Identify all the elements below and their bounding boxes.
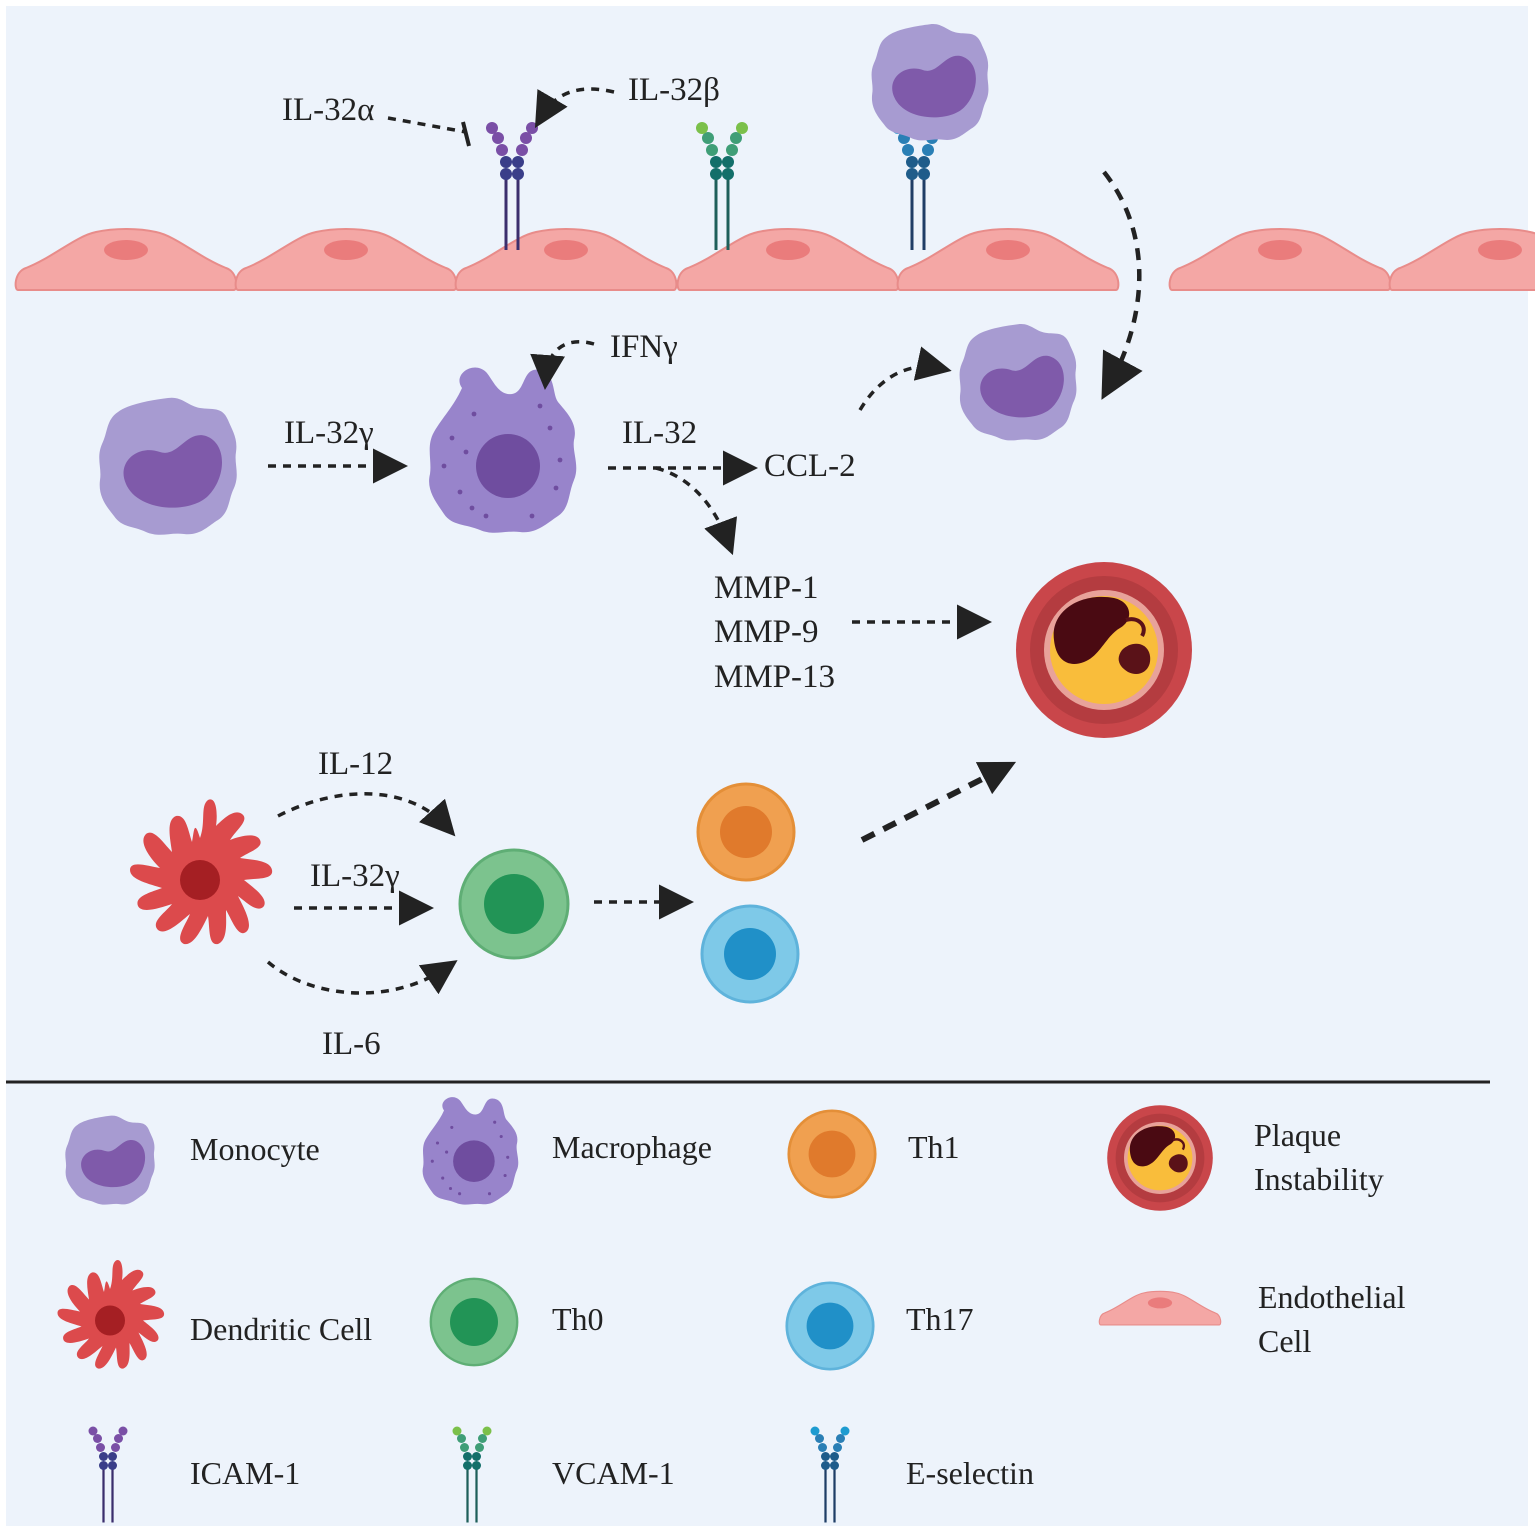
legend-plaque-icon [1106,1103,1215,1212]
label-ifn-gamma: IFNγ [610,329,678,365]
th0-cell [458,848,570,960]
legend-endothelial-line1: Endothelial [1258,1279,1406,1315]
label-il-12: IL-12 [318,746,393,782]
label-mmp-13: MMP-13 [714,659,835,695]
arrow-th-to-plaque [860,761,1017,843]
legend-dendritic: Dendritic Cell [190,1311,372,1347]
label-mmp-1: MMP-1 [714,570,819,606]
th1-cell [696,782,796,882]
arrow-transmigration [1101,170,1143,400]
legend-plaque-line2: Instability [1254,1161,1384,1197]
monocyte [99,397,237,535]
inhibition-arrow-il-32-alpha [387,116,467,134]
legend-monocyte: Monocyte [190,1131,320,1167]
label-il-32-gamma-bottom: IL-32γ [310,858,400,894]
label-il-32-beta: IL-32β [628,72,720,108]
arrow-ifn-gamma [530,340,595,390]
legend-macrophage: Macrophage [552,1129,712,1165]
legend-th0: Th0 [552,1301,604,1337]
th17-cell [700,904,800,1004]
legend: Monocyte Macrophage Th1 Plaque Instabili… [57,1097,1406,1524]
legend-th0-icon [429,1277,519,1367]
label-il-6: IL-6 [322,1026,381,1062]
legend-endothelial-line2: Cell [1258,1323,1311,1359]
legend-vcam: VCAM-1 [552,1455,675,1491]
adhering-monocyte [871,23,989,141]
label-ccl-2: CCL-2 [764,448,856,484]
legend-plaque-line1: Plaque [1254,1117,1341,1153]
legend-th1-icon [787,1109,877,1199]
label-mmp-9: MMP-9 [714,614,819,650]
label-il-32-gamma-top: IL-32γ [284,415,374,451]
label-il-32-alpha: IL-32α [282,92,374,128]
arrow-il-6 [266,960,458,995]
label-il-32: IL-32 [622,415,697,451]
inhibition-bar [461,121,471,147]
legend-th1: Th1 [908,1129,960,1165]
plaque [1014,560,1194,740]
recruited-monocyte [959,323,1077,441]
arrow-ccl-2-recruitment [858,346,952,411]
legend-th17: Th17 [906,1301,974,1337]
legend-e-selectin: E-selectin [906,1455,1034,1491]
arrow-il-12 [277,792,456,837]
legend-th17-icon [785,1281,875,1371]
legend-icam: ICAM-1 [190,1455,300,1491]
arrow-il-32-to-mmp [655,466,738,556]
legend-monocyte-icon [65,1115,155,1205]
